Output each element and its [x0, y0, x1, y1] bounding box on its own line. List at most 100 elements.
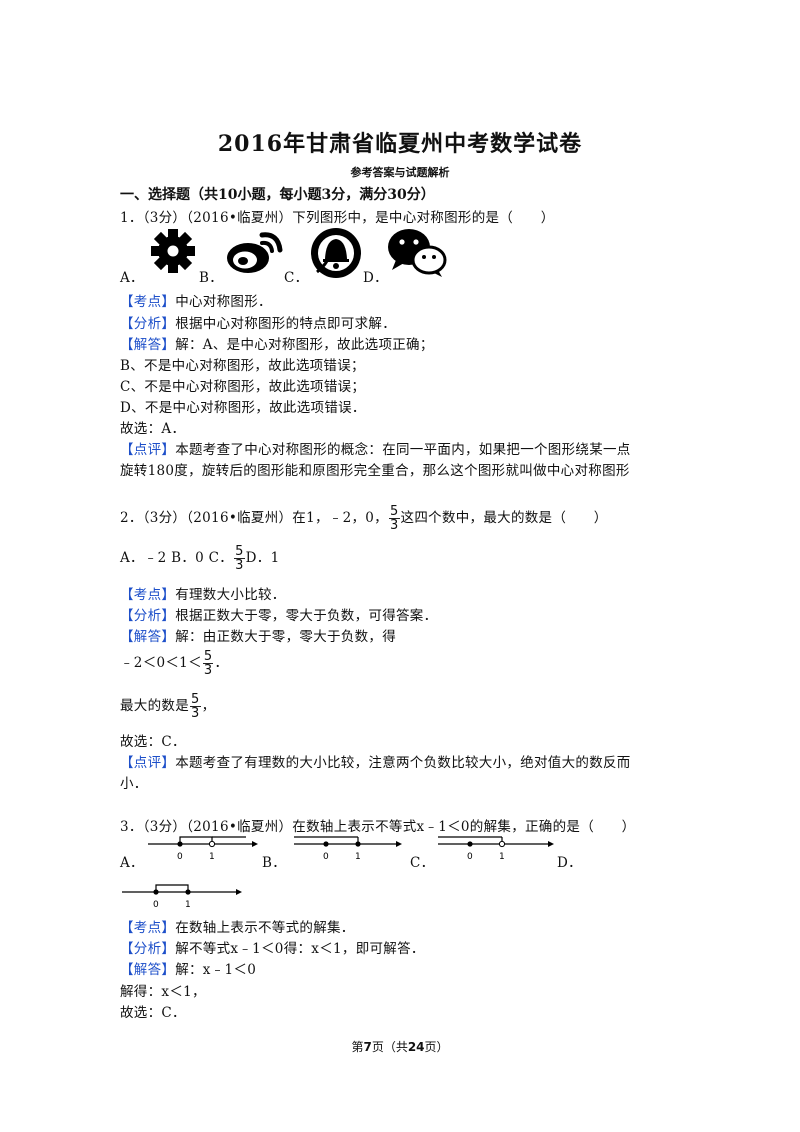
jieda-tag: 【解答】: [120, 962, 176, 978]
q2-kaodian-text: 有理数大小比较．: [175, 587, 286, 603]
q3-stem: 3．（3分）（2016•临夏州）在数轴上表示不等式x﹣1＜0的解集，正确的是（ …: [120, 819, 636, 835]
number-line-c: 0 1: [438, 836, 554, 862]
q1-fenxi: 【分析】根据中心对称图形的特点即可求解．: [120, 312, 396, 332]
q3-option-d: D．: [557, 855, 582, 871]
q3-kaodian-text: 在数轴上表示不等式的解集．: [175, 920, 355, 936]
frac-den: 3: [389, 518, 399, 533]
tick-label-1: 1: [185, 900, 191, 910]
document-subtitle: 参考答案与试题解析: [350, 166, 450, 179]
q1-option-c: C．: [284, 270, 309, 286]
q3-option-a: A．: [120, 855, 144, 871]
tick-label-0: 0: [177, 852, 183, 862]
q1-answer-line: B、不是中心对称图形，故此选项错误；: [120, 358, 365, 374]
q2-dianping: 【点评】本题考查了有理数的大小比较，注意两个负数比较大小，绝对值大的数反而: [120, 751, 631, 771]
q3-fenxi: 【分析】解不等式x﹣1＜0得：x＜1，即可解答．: [120, 937, 425, 957]
q1-stem: 1．（3分）（2016•临夏州）下列图形中，是中心对称图形的是（ ）: [120, 210, 555, 226]
q1-jieda-text: 解：A、是中心对称图形，故此选项正确；: [175, 337, 434, 353]
frac-den: 3: [235, 558, 244, 573]
q3-answer-line: 解得：x＜1，: [120, 984, 206, 1000]
page-footer: 第7页（共24页）: [0, 1038, 800, 1055]
page-total: 24: [407, 1040, 425, 1054]
tick-label-0: 0: [467, 852, 473, 862]
kaodian-tag: 【考点】: [120, 587, 176, 603]
q3-option-c: C．: [410, 855, 435, 871]
q2-fenxi-text: 根据正数大于零，零大于负数，可得答案．: [175, 608, 438, 624]
q2-options-start: A．﹣2 B．0 C．: [120, 550, 234, 566]
q2-stem-start: 2．（3分）（2016•临夏州）在1，﹣2，0，: [120, 510, 388, 526]
q1-kaodian: 【考点】中心对称图形．: [120, 290, 272, 310]
weibo-icon: [227, 232, 283, 273]
tick-label-1: 1: [499, 852, 505, 862]
q2-options-end: D．1: [245, 550, 280, 566]
document-title: 2016年甘肃省临夏州中考数学试卷: [217, 131, 583, 157]
q1-kaodian-text: 中心对称图形．: [175, 294, 272, 310]
q2-choose: 故选：C．: [120, 734, 186, 750]
bell-icon: [311, 228, 361, 278]
frac-num: 5: [190, 692, 201, 707]
q2-jieda: 【解答】解：由正数大于零，零大于负数，得: [120, 625, 396, 645]
number-line-a: 0 1: [148, 836, 258, 862]
tick-label-1: 1: [209, 852, 215, 862]
number-line-d: 0 1: [122, 884, 242, 910]
frac-num: 5: [234, 544, 245, 559]
fenxi-tag: 【分析】: [120, 608, 176, 624]
q2-inequality-end: ．: [214, 655, 229, 671]
q1-option-a: A．: [120, 270, 144, 286]
wechat-icon: [388, 229, 447, 277]
q2-jieda-text: 解：由正数大于零，零大于负数，得: [175, 629, 397, 645]
frac-den: 3: [191, 706, 200, 721]
q1-jieda: 【解答】解：A、是中心对称图形，故此选项正确；: [120, 333, 434, 353]
q3-jieda: 【解答】解：x﹣1＜0: [120, 958, 256, 978]
tick-label-0: 0: [153, 900, 159, 910]
kaodian-tag: 【考点】: [120, 920, 176, 936]
q3-jieda-text: 解：x﹣1＜0: [175, 962, 257, 978]
kaodian-tag: 【考点】: [120, 294, 176, 310]
gear-icon: [151, 229, 195, 273]
fenxi-tag: 【分析】: [120, 941, 176, 957]
q3-answer-line: 故选：C．: [120, 1005, 186, 1021]
tick-label-1: 1: [355, 852, 361, 862]
q3-kaodian: 【考点】在数轴上表示不等式的解集．: [120, 916, 355, 936]
jieda-tag: 【解答】: [120, 629, 176, 645]
q1-dianping: 【点评】本题考查了中心对称图形的概念：在同一平面内，如果把一个图形绕某一点: [120, 438, 631, 458]
q1-answer-line: C、不是中心对称图形，故此选项错误；: [120, 379, 366, 395]
q1-option-d: D．: [363, 270, 388, 286]
q1-option-b: B．: [199, 270, 224, 286]
q2-max-text: 最大的数是: [120, 698, 189, 714]
q2-stem-end: 这四个数中，最大的数是（ ）: [400, 510, 608, 526]
tick-label-0: 0: [323, 852, 329, 862]
q2-kaodian: 【考点】有理数大小比较．: [120, 583, 286, 603]
number-line-b: 0 1: [294, 836, 402, 862]
q2-inequality-text: ﹣2＜0＜1＜: [120, 655, 202, 671]
q1-dianping-text: 本题考查了中心对称图形的概念：在同一平面内，如果把一个图形绕某一点: [175, 442, 631, 458]
q3-fenxi-text: 解不等式x﹣1＜0得：x＜1，即可解答．: [175, 941, 425, 957]
q2-max-end: ，: [201, 698, 216, 714]
fenxi-tag: 【分析】: [120, 316, 176, 332]
page-number: 7: [363, 1040, 372, 1054]
q1-fenxi-text: 根据中心对称图形的特点即可求解．: [175, 316, 397, 332]
jieda-tag: 【解答】: [120, 337, 176, 353]
dianping-tag: 【点评】: [120, 755, 176, 771]
footer-suffix: 页）: [424, 1040, 449, 1054]
q1-answer-line: D、不是中心对称图形，故此选项错误．: [120, 400, 366, 416]
footer-mid: 页（共: [371, 1040, 408, 1054]
q2-dianping-text: 本题考查了有理数的大小比较，注意两个负数比较大小，绝对值大的数反而: [175, 755, 631, 771]
q2-fenxi: 【分析】根据正数大于零，零大于负数，可得答案．: [120, 604, 437, 624]
q2-dianping-cont: 小．: [120, 776, 148, 792]
footer-prefix: 第: [351, 1040, 364, 1054]
frac-num: 5: [202, 649, 214, 664]
q3-option-b: B．: [262, 855, 287, 871]
q1-dianping-cont: 旋转180度，旋转后的图形能和原图形完全重合，那么这个图形就叫做中心对称图形: [120, 463, 630, 479]
frac-num: 5: [388, 504, 400, 519]
q1-answer-line: 故选：A．: [120, 421, 186, 437]
section-heading: 一、选择题（共10小题，每小题3分，满分30分）: [120, 187, 435, 203]
frac-den: 3: [203, 663, 213, 678]
